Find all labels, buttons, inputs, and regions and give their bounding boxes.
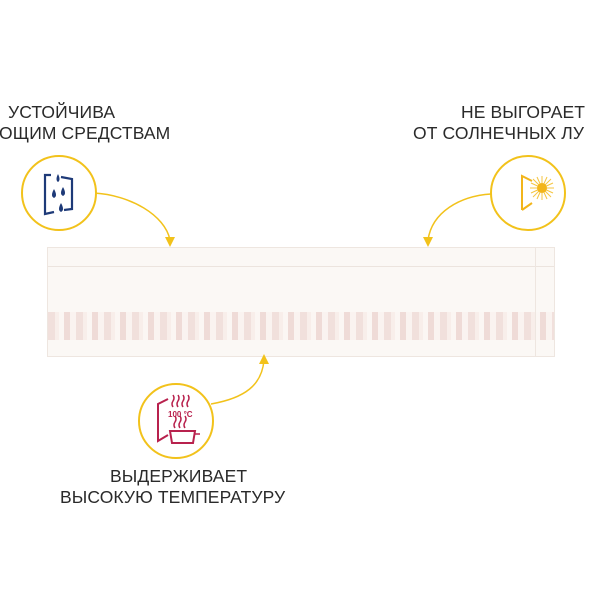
feature-heat-line1: ВЫДЕРЖИВАЕТ bbox=[110, 466, 248, 486]
tile-edge bbox=[535, 248, 536, 356]
feature-detergent-line2: ОЩИМ СРЕДСТВАМ bbox=[0, 123, 171, 143]
sun-icon-circle bbox=[490, 155, 566, 231]
temperature-label: 100 °C bbox=[168, 410, 193, 419]
feature-sun-line1: НЕ ВЫГОРАЕТ bbox=[461, 102, 586, 122]
water-drops-icon bbox=[43, 173, 74, 216]
feature-sun-line2: ОТ СОЛНЕЧНЫХ ЛУ bbox=[413, 123, 585, 143]
tile-mosaic-band bbox=[48, 312, 554, 340]
tile-line bbox=[48, 266, 554, 267]
sun-icon bbox=[521, 174, 554, 211]
feature-heat-line2: ВЫСОКУЮ ТЕМПЕРАТУРУ bbox=[60, 487, 286, 507]
detergent-icon-circle bbox=[21, 155, 97, 231]
feature-detergent-line1: УСТОЙЧИВА bbox=[8, 102, 116, 122]
hot-pot-icon: 100 °C bbox=[157, 394, 200, 444]
tile-border-product bbox=[47, 247, 555, 357]
heat-icon-circle: 100 °C bbox=[138, 383, 214, 459]
